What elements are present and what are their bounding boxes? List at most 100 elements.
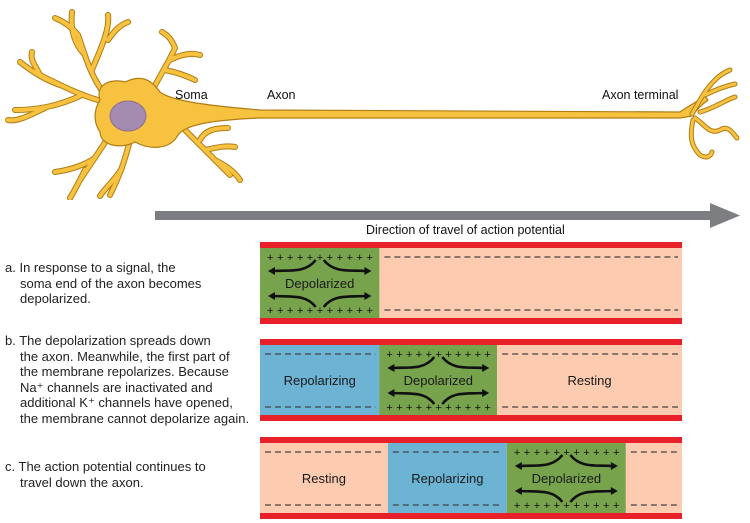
plus-charge: + [445,402,451,414]
arrowhead [364,267,372,275]
step-text-line: Na⁺ channels are inactivated and [5,380,249,396]
step-text-line: a. In response to a signal, the [5,260,201,276]
step-text-line: the membrane cannot depolarize again. [5,411,249,427]
plus-charge: + [426,402,432,414]
segment-label: Resting [568,373,612,388]
plus-charge: + [524,447,530,459]
segment-label: Repolarizing [411,471,483,486]
arrowhead [610,462,618,470]
diffusion-arrow [441,356,484,370]
plus-charge: + [475,349,481,361]
plus-charge: + [603,500,609,512]
dendrites-fill [6,10,242,200]
membrane-diagram: Repolarizing++++++++++++++++++++++Depola… [260,339,682,421]
step-line-text: the membrane cannot depolarize again. [20,410,250,426]
plus-charge: + [347,252,353,264]
step-letter: a. [5,260,20,275]
direction-arrow [155,203,740,228]
plus-charge: + [416,349,422,361]
membrane-top [260,437,682,443]
plus-charge: + [267,305,273,317]
step-line-text: soma end of the axon becomes [20,275,202,291]
step-text-line: soma end of the axon becomes [5,276,201,292]
diffusion-arrow [322,259,366,273]
arrow-shaft [155,211,712,220]
step-text-line: travel down the axon. [5,475,206,491]
plus-charge: + [544,447,550,459]
step-line-text: Na⁺ channels are inactivated and [20,379,213,395]
plus-charge: + [317,305,323,317]
plus-charge: + [307,252,313,264]
segment-resting [625,443,682,513]
diffusion-arrow [393,391,436,405]
plus-charge: + [327,305,333,317]
segment-label: Depolarized [404,373,473,388]
neuron-body [5,9,740,200]
plus-charge: + [386,349,392,361]
arrowhead [387,389,395,397]
membrane-bottom [260,318,682,324]
plus-charge: + [613,500,619,512]
membrane-diagram: ++++++++++++++++++++++Depolarized [260,242,682,324]
step-line-text: additional K⁺ channels have opened, [20,395,233,410]
plus-charge: + [524,500,530,512]
plus-charge: + [554,447,560,459]
step-line-text: the axon. Meanwhile, the first part of [20,348,230,364]
diffusion-arrow [322,294,366,308]
plus-charge: + [514,447,520,459]
plus-charge: + [573,447,579,459]
membrane-top [260,339,682,345]
diffusion-arrow [393,356,436,370]
plus-charge: + [563,500,569,512]
plus-charge: + [416,402,422,414]
plus-charge: + [534,447,540,459]
plus-charge: + [534,500,540,512]
plus-charge: + [426,349,432,361]
plus-charge: + [544,500,550,512]
segment-label: Depolarized [285,276,354,291]
membrane-bottom [260,513,682,519]
plus-charge: + [445,349,451,361]
plus-charge: + [603,447,609,459]
plus-charge: + [337,305,343,317]
step-text-line: depolarized. [5,291,201,307]
arrow-head [710,203,740,228]
diffusion-arrow [273,259,317,273]
step-text-line: b. The depolarization spreads down [5,333,249,349]
diffusion-arrow [569,489,612,503]
plus-charge: + [327,252,333,264]
plus-charge: + [307,305,313,317]
arrowhead [268,267,275,275]
step-text-line: the axon. Meanwhile, the first part of [5,349,249,365]
step-line-text: In response to a signal, the [19,260,176,275]
segment-resting [497,345,682,415]
nucleus [109,100,147,132]
plus-charge: + [613,447,619,459]
membrane-bottom [260,415,682,421]
step-line-text: depolarized. [20,291,91,306]
plus-charge: + [337,252,343,264]
plus-charge: + [593,447,599,459]
segment-repolarizing [260,345,380,415]
plus-charge: + [484,349,490,361]
soma-label: Soma [175,88,208,102]
diffusion-arrow [441,391,484,405]
diffusion-arrow [520,454,564,468]
segment-label: Resting [302,471,346,486]
arrowhead [514,462,522,470]
arrowhead [610,487,618,495]
plus-charge: + [563,447,569,459]
segment-resting [260,443,388,513]
step-line-text: travel down the axon. [20,474,144,490]
plus-charge: + [583,447,589,459]
plus-charge: + [366,305,372,317]
segment-repolarizing [387,443,507,513]
arrowhead [482,389,490,397]
step-text-line: c. The action potential continues to [5,459,206,475]
plus-charge: + [514,500,520,512]
plus-charge: + [297,252,303,264]
plus-charge: + [366,252,372,264]
